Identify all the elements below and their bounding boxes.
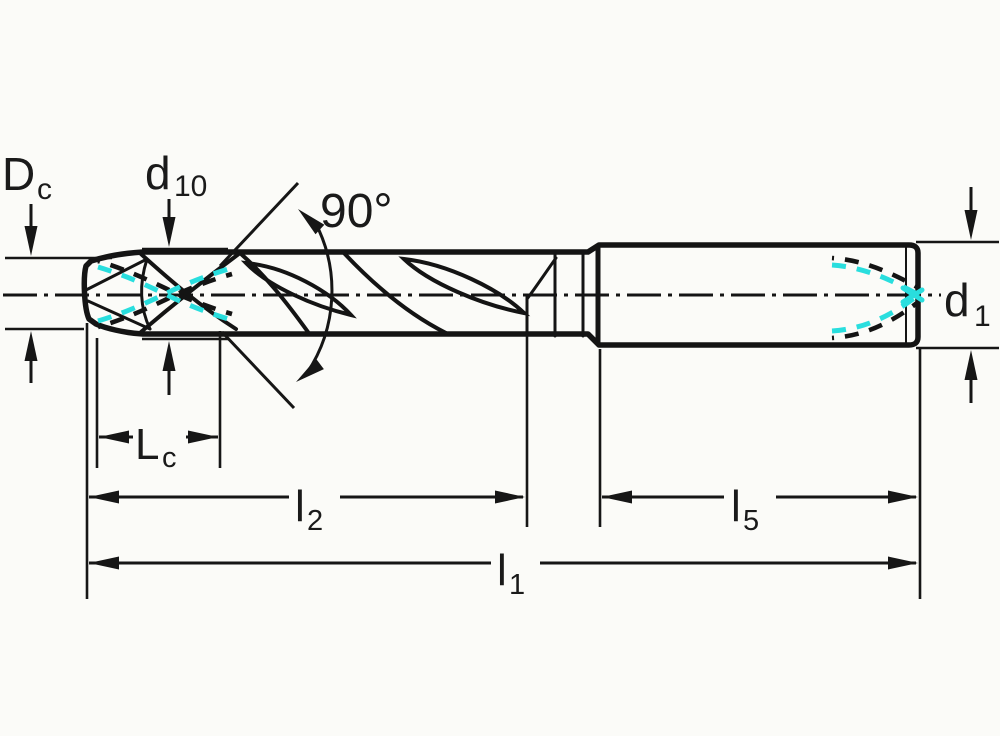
- dimension-l5: l 5: [598, 349, 922, 599]
- coolant-channels: [97, 255, 925, 341]
- tip-cutting-edge-upper: [84, 257, 149, 292]
- arrow-left: [89, 490, 119, 504]
- coolant-channel-shadow: [97, 258, 233, 317]
- dimension-l1: l 1: [89, 546, 918, 601]
- label-Lc: L c: [135, 420, 177, 474]
- arrow-right: [888, 556, 918, 570]
- coolant-channel-tip-upper: [97, 264, 233, 323]
- coolant-channel-tip-lower: [97, 265, 233, 324]
- angle-label: 90°: [320, 185, 393, 238]
- flute-curve: [238, 251, 310, 334]
- arrow-up: [162, 341, 176, 371]
- coolant-channel-shadow: [97, 271, 233, 330]
- flute-curve: [341, 250, 448, 335]
- coolant-channel-shadow: [831, 255, 919, 290]
- angle-arc: [305, 221, 334, 374]
- arrow-right: [188, 430, 218, 444]
- label-l5: l 5: [731, 482, 759, 537]
- dimension-l2: l 2: [85, 323, 529, 599]
- arrow-up: [24, 331, 38, 361]
- dimension-Dc: D c: [2, 148, 112, 383]
- dimension-d10: d 10: [142, 147, 228, 395]
- arrow-right: [888, 490, 918, 504]
- arrow-left: [602, 490, 632, 504]
- label-Dc: D c: [2, 148, 52, 206]
- coolant-channel-shadow: [831, 301, 919, 341]
- coolant-exit-cross: [900, 285, 925, 305]
- angle-arc-arrow-bottom: [292, 358, 324, 388]
- arrow-left: [89, 556, 119, 570]
- label-l1: l 1: [497, 546, 525, 601]
- arrow-down: [162, 217, 176, 247]
- point-angle-annotation: 90°: [218, 181, 393, 410]
- arrow-right: [495, 490, 525, 504]
- flute-runout-curve: [525, 256, 558, 301]
- coolant-channel-shank-lower: [831, 294, 919, 334]
- drill-silhouette: [81, 242, 921, 348]
- dimension-d1: d 1: [916, 187, 999, 403]
- tip-heel-curve: [140, 257, 152, 331]
- arrow-down: [964, 210, 978, 240]
- arrow-up: [964, 350, 978, 380]
- label-d1: d 1: [944, 274, 991, 333]
- tip-cutting-edge-lower: [86, 299, 152, 331]
- angle-line-upper: [218, 181, 300, 268]
- arrow-left: [99, 430, 129, 444]
- flute-curve: [139, 251, 242, 334]
- angle-line-lower: [220, 330, 296, 410]
- flute-land-lens: [240, 260, 357, 319]
- label-d10: d 10: [145, 147, 207, 203]
- dimension-Lc: L c: [95, 331, 222, 474]
- arrow-down: [24, 226, 38, 256]
- label-l2: l 2: [295, 482, 323, 537]
- flute-land-lens: [398, 256, 531, 317]
